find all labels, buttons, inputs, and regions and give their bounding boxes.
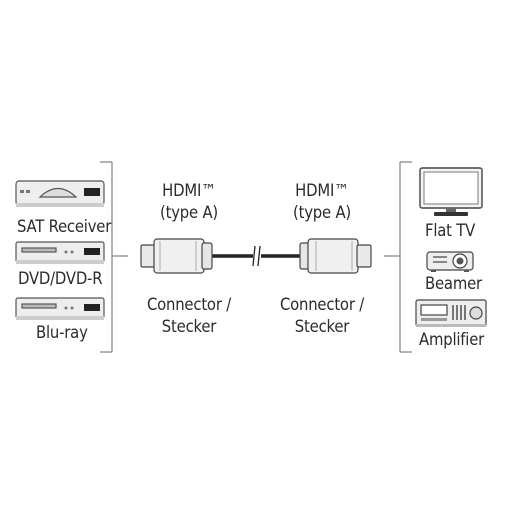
flat-tv-icon bbox=[419, 167, 483, 216]
left-plug-caption-1: Connector / bbox=[146, 295, 232, 314]
left-plug-title: HDMI™ bbox=[162, 181, 216, 200]
dvd-player-icon bbox=[15, 241, 105, 264]
right-hdmi-plug bbox=[299, 238, 372, 274]
device-label-bluray: Blu-ray bbox=[36, 323, 88, 342]
left-bracket bbox=[100, 161, 128, 353]
right-plug-type: (type A) bbox=[292, 203, 352, 222]
device-label-beamer: Beamer bbox=[425, 274, 482, 293]
device-label-amplifier: Amplifier bbox=[419, 330, 485, 349]
right-plug-title: HDMI™ bbox=[295, 181, 349, 200]
device-label-flat-tv: Flat TV bbox=[425, 221, 476, 240]
right-plug-caption-1: Connector / bbox=[279, 295, 365, 314]
device-label-sat-receiver: SAT Receiver bbox=[17, 217, 112, 236]
projector-icon bbox=[426, 251, 474, 272]
right-plug-caption-2: Stecker bbox=[294, 317, 350, 336]
right-bracket bbox=[384, 161, 412, 353]
bluray-player-icon bbox=[15, 297, 105, 320]
left-hdmi-plug bbox=[140, 238, 213, 274]
amplifier-icon bbox=[415, 299, 487, 327]
left-plug-caption-2: Stecker bbox=[161, 317, 217, 336]
left-plug-type: (type A) bbox=[159, 203, 219, 222]
device-label-dvd: DVD/DVD-R bbox=[18, 269, 103, 288]
sat-receiver-icon bbox=[15, 180, 105, 207]
hdmi-cable-icon bbox=[140, 238, 372, 274]
